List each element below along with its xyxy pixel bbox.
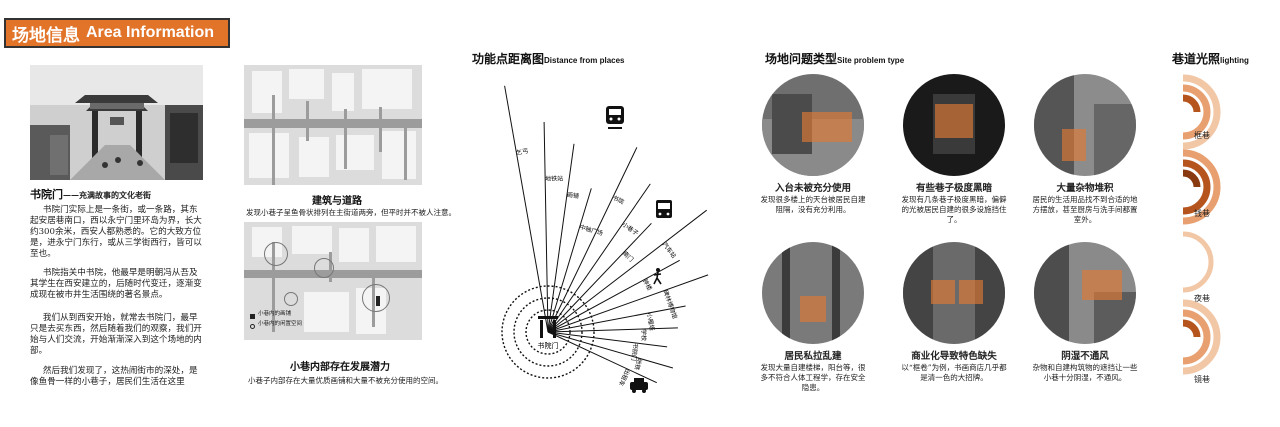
distance-diagram: 乞丐地铁站画铺中轴广场书院小巷子南门汽车站钟楼碑林博物馆小雁塔学校书院门地铁出租…: [501, 85, 709, 393]
lighting-title-cn: 巷道光照: [1172, 52, 1221, 66]
problem-title-1: 入台未被充分使用: [774, 183, 851, 194]
problems-heading: 场地问题类型Site problem type: [765, 48, 904, 67]
distance-ray: [547, 305, 686, 333]
distance-ray-label: 钟楼: [641, 277, 654, 291]
intro-paragraph-2: 书院指关中书院，他最早是明朝冯从吾及其学生在西安建立的，后随时代变迁，逐渐变成现…: [30, 268, 202, 300]
distance-ray: [547, 147, 638, 333]
lighting-diagram-3: [1182, 231, 1214, 293]
taxi-icon: [630, 378, 648, 393]
distance-ray-label: 小巷子: [621, 220, 640, 237]
lighting-diagram-1: [1182, 74, 1221, 150]
street-gate-photo: [30, 65, 203, 180]
gate-icon: [538, 316, 558, 338]
distance-ray-label: 书院门: [629, 342, 639, 361]
header-title-en: Area Information: [86, 24, 215, 41]
distance-ray-label: 南门: [621, 249, 635, 263]
distance-ray: [543, 121, 549, 333]
intro-heading: 书院门——充满故事的文化老街: [30, 183, 151, 202]
problem-photo-4: [762, 242, 864, 344]
center-label: 书院门: [538, 341, 559, 350]
problems-title-en: Site problem type: [837, 56, 905, 65]
problem-photo-3: [1034, 74, 1136, 176]
legend-idle-space: 小巷内的闲置空间: [258, 321, 303, 327]
distance-ray: [547, 209, 708, 333]
lighting-diagrams: [1182, 74, 1221, 375]
walker-icon: [653, 268, 662, 285]
map-buildings-roads: [244, 65, 422, 185]
problem-photo-5: [903, 242, 1005, 344]
distance-ray-label: 学校: [640, 329, 648, 341]
distance-ray-label: 地铁: [633, 357, 644, 371]
distance-title-en: Distance from places: [544, 56, 625, 65]
lighting-label-2: 钱巷: [1194, 209, 1210, 218]
problem-title-6: 阴湿不通风: [1061, 351, 1109, 362]
lighting-label-3: 夜巷: [1194, 294, 1210, 303]
intro-paragraph-1: 书院门实际上是一条街，或一条路，其东起安居巷南口，西以永宁门里环岛为界，长大约3…: [30, 205, 202, 259]
map-bottom-title: 小巷内部存在发展潜力: [290, 362, 390, 373]
lighting-diagram-2: [1182, 149, 1221, 225]
map-top-title: 建筑与道路: [312, 196, 362, 207]
distance-ray: [547, 331, 668, 348]
legend-shops: 小巷内的画铺: [258, 311, 292, 317]
distance-ray: [547, 222, 652, 333]
distance-ray: [547, 183, 651, 333]
distance-title-cn: 功能点距离图: [472, 52, 545, 66]
distance-ray-label: 中轴广场: [579, 223, 604, 238]
bus-icon: [656, 200, 672, 218]
problem-title-3: 大量杂物堆积: [1056, 183, 1114, 194]
header-banner: 场地信息 Area Information: [4, 18, 230, 48]
distance-ray-label: 画铺: [566, 191, 579, 201]
lighting-label-1: 框巷: [1194, 131, 1210, 140]
map-alley-potential: 小巷内的画铺 小巷内的闲置空间: [244, 222, 422, 340]
distance-ray: [547, 188, 592, 333]
distance-ray-label: 碑林博物馆: [661, 289, 679, 320]
problem-title-2: 有些巷子极度黑暗: [915, 183, 992, 194]
header-title-cn: 场地信息: [12, 25, 80, 46]
lighting-diagram-4: [1182, 299, 1221, 375]
intro-paragraph-3: 我们从到西安开始，就常去书院门，最早只是去买东西，然后随着我们的观察，我们开始与…: [30, 313, 202, 356]
metro-icon: [606, 106, 624, 129]
problems-title-cn: 场地问题类型: [765, 52, 838, 66]
distance-ray-label: 乞丐: [516, 147, 529, 157]
distance-ray: [547, 327, 678, 333]
distance-ray-label: 小雁塔: [645, 312, 656, 331]
lighting-title-en: lighting: [1220, 56, 1249, 65]
problem-desc-6: 杂物和自建构筑物的遮挡让一些小巷十分阴湿，不通风。: [1032, 363, 1138, 382]
intro-subtitle: ——充满故事的文化老街: [63, 190, 151, 200]
distance-ray-label: 汽车站: [661, 241, 678, 260]
problem-title-5: 商业化导致特色缺失: [911, 351, 997, 362]
lighting-heading: 巷道光照lighting: [1172, 48, 1249, 67]
intro-paragraph-4: 然后我们发现了，这热闹街市的深处，是像鱼骨一样的小巷子，居民们生活在这里: [30, 366, 198, 387]
problem-desc-5: 以“框卷”为例，书画商店几乎都是清一色的大招牌。: [901, 363, 1007, 382]
problem-desc-1: 发现很多楼上的天台被居民自建阻隔，没有充分利用。: [760, 195, 866, 214]
distance-ray-label: 地铁站: [545, 174, 563, 182]
problem-desc-4: 发现大量自建楼梯，阳台等，很多不符合人体工程学，存在安全隐患。: [760, 363, 866, 392]
distance-ray-label: 书院: [611, 194, 625, 206]
problem-photo-6: [1034, 242, 1136, 344]
problem-title-4: 居民私拉乱建: [784, 351, 842, 362]
problem-desc-2: 发现有几条巷子极度黑暗，偏僻的光被居民自建的很多设施挡住了。: [901, 195, 1007, 224]
distance-ray: [547, 331, 658, 384]
distance-ray: [547, 259, 680, 333]
distance-ray: [547, 143, 575, 333]
distance-ray: [547, 274, 709, 333]
distance-heading: 功能点距离图Distance from places: [472, 48, 625, 67]
distance-ray-label: 出租车: [617, 368, 632, 388]
map-bottom-caption: 小巷子内部存在大量优质画铺和大量不被充分使用的空间。: [248, 376, 443, 385]
problem-photo-2: [903, 74, 1005, 176]
problem-photo-1: [762, 74, 864, 176]
distance-ray: [504, 85, 549, 333]
distance-ray: [547, 331, 674, 369]
map-top-caption: 发现小巷子呈鱼骨状排列在主街道两旁，但平时并不被人注意。: [246, 208, 456, 217]
problem-desc-3: 居民的生活用品找不到合适的地方摆放，甚至厨房与洗手间都置室外。: [1032, 195, 1138, 224]
intro-title: 书院门: [30, 188, 63, 201]
lighting-label-4: 镜巷: [1194, 375, 1210, 384]
